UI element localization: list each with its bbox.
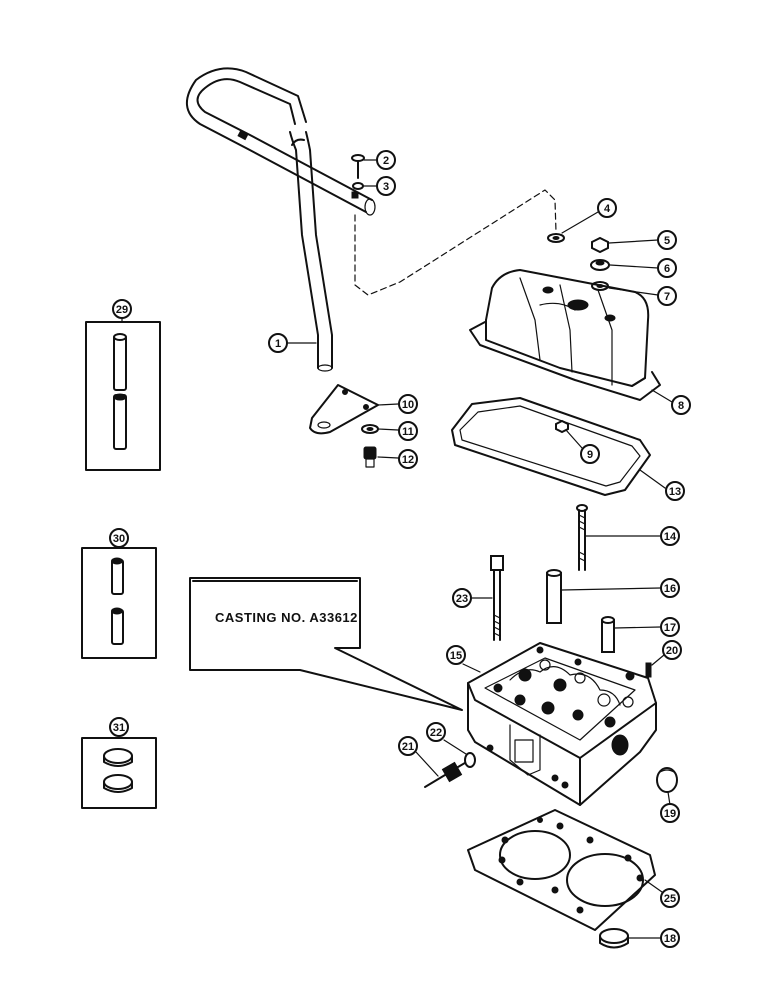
svg-text:2: 2 bbox=[383, 155, 389, 167]
svg-text:16: 16 bbox=[664, 583, 676, 595]
head-gasket-part-25 bbox=[467, 809, 663, 931]
svg-text:25: 25 bbox=[664, 893, 676, 905]
kit-box-29 bbox=[85, 317, 161, 471]
callout-16: 16 bbox=[660, 578, 680, 598]
svg-text:10: 10 bbox=[402, 399, 414, 411]
callout-6: 6 bbox=[657, 258, 677, 278]
callout-30: 30 bbox=[109, 528, 129, 548]
callout-9: 9 bbox=[580, 444, 600, 464]
callout-2: 2 bbox=[376, 150, 396, 170]
callout-22: 22 bbox=[426, 722, 446, 742]
callout-20: 20 bbox=[662, 640, 682, 660]
callout-14: 14 bbox=[660, 526, 680, 546]
callout-18: 18 bbox=[660, 928, 680, 948]
callout-5: 5 bbox=[657, 230, 677, 250]
callout-1: 1 bbox=[268, 333, 317, 353]
callout-labels: 1 2 3 4 5 6 7 8 9 10 11 12 13 14 15 16 1… bbox=[109, 150, 691, 948]
svg-text:15: 15 bbox=[450, 650, 462, 662]
svg-text:14: 14 bbox=[664, 531, 677, 543]
svg-text:18: 18 bbox=[664, 933, 676, 945]
svg-text:6: 6 bbox=[664, 263, 670, 275]
sleeve-part-17 bbox=[601, 616, 661, 653]
tube-part-1 bbox=[186, 67, 376, 372]
svg-text:9: 9 bbox=[587, 449, 593, 461]
svg-text:22: 22 bbox=[430, 727, 442, 739]
fitting-part-21 bbox=[415, 751, 471, 788]
callout-17: 17 bbox=[660, 617, 680, 637]
svg-text:5: 5 bbox=[664, 235, 670, 247]
svg-text:7: 7 bbox=[664, 291, 670, 303]
callout-7: 7 bbox=[657, 286, 677, 306]
stud-part-14 bbox=[576, 504, 661, 571]
washer-part-3 bbox=[352, 182, 379, 190]
callout-3: 3 bbox=[376, 176, 396, 196]
bolt-part-12 bbox=[363, 446, 399, 468]
svg-text:12: 12 bbox=[402, 454, 414, 466]
plug-part-19 bbox=[656, 767, 678, 806]
svg-text:17: 17 bbox=[664, 622, 676, 634]
nut-part-5 bbox=[591, 236, 659, 254]
bolt-part-23 bbox=[471, 555, 504, 641]
callout-10: 10 bbox=[398, 394, 418, 414]
callout-15: 15 bbox=[446, 645, 466, 665]
washer-part-22 bbox=[443, 739, 476, 768]
washer-part-11 bbox=[361, 424, 399, 434]
kit-box-30 bbox=[81, 547, 157, 659]
svg-text:30: 30 bbox=[113, 533, 125, 545]
callout-12: 12 bbox=[398, 449, 418, 469]
washer-part-4 bbox=[547, 211, 599, 243]
valve-cover-part-8 bbox=[469, 269, 673, 403]
svg-text:3: 3 bbox=[383, 181, 389, 193]
gasket-part-13 bbox=[451, 397, 666, 496]
screw-part-2 bbox=[351, 154, 379, 179]
svg-text:13: 13 bbox=[669, 486, 681, 498]
callout-11: 11 bbox=[398, 421, 418, 441]
svg-text:8: 8 bbox=[678, 400, 684, 412]
sleeve-part-16 bbox=[546, 569, 661, 624]
svg-text:1: 1 bbox=[275, 338, 281, 350]
ring-part-18 bbox=[599, 928, 661, 949]
svg-text:23: 23 bbox=[456, 593, 468, 605]
casting-number-note: CASTING NO. A33612 bbox=[189, 577, 463, 711]
bracket-part-10 bbox=[309, 384, 399, 435]
svg-text:29: 29 bbox=[116, 304, 128, 316]
svg-text:20: 20 bbox=[666, 645, 678, 657]
svg-text:11: 11 bbox=[402, 426, 414, 438]
grommet-part-6 bbox=[590, 259, 659, 271]
callout-31: 31 bbox=[109, 717, 129, 737]
callout-29: 29 bbox=[112, 299, 132, 319]
svg-text:31: 31 bbox=[113, 722, 125, 734]
callout-8: 8 bbox=[671, 395, 691, 415]
cylinder-head-part-15 bbox=[462, 642, 657, 806]
pin-part-20 bbox=[645, 654, 665, 678]
callout-4: 4 bbox=[597, 198, 617, 218]
svg-text:21: 21 bbox=[402, 741, 414, 753]
kit-box-31 bbox=[81, 737, 157, 809]
casting-number-label: CASTING NO. A33612 bbox=[215, 610, 358, 625]
callout-23: 23 bbox=[452, 588, 472, 608]
callout-13: 13 bbox=[665, 481, 685, 501]
svg-text:4: 4 bbox=[604, 203, 611, 215]
callout-19: 19 bbox=[660, 803, 680, 823]
washer-part-7 bbox=[591, 281, 659, 296]
routing-dashed-line bbox=[354, 189, 557, 296]
nut-part-9 bbox=[555, 419, 583, 449]
svg-text:19: 19 bbox=[664, 808, 676, 820]
callout-25: 25 bbox=[660, 888, 680, 908]
callout-21: 21 bbox=[398, 736, 418, 756]
